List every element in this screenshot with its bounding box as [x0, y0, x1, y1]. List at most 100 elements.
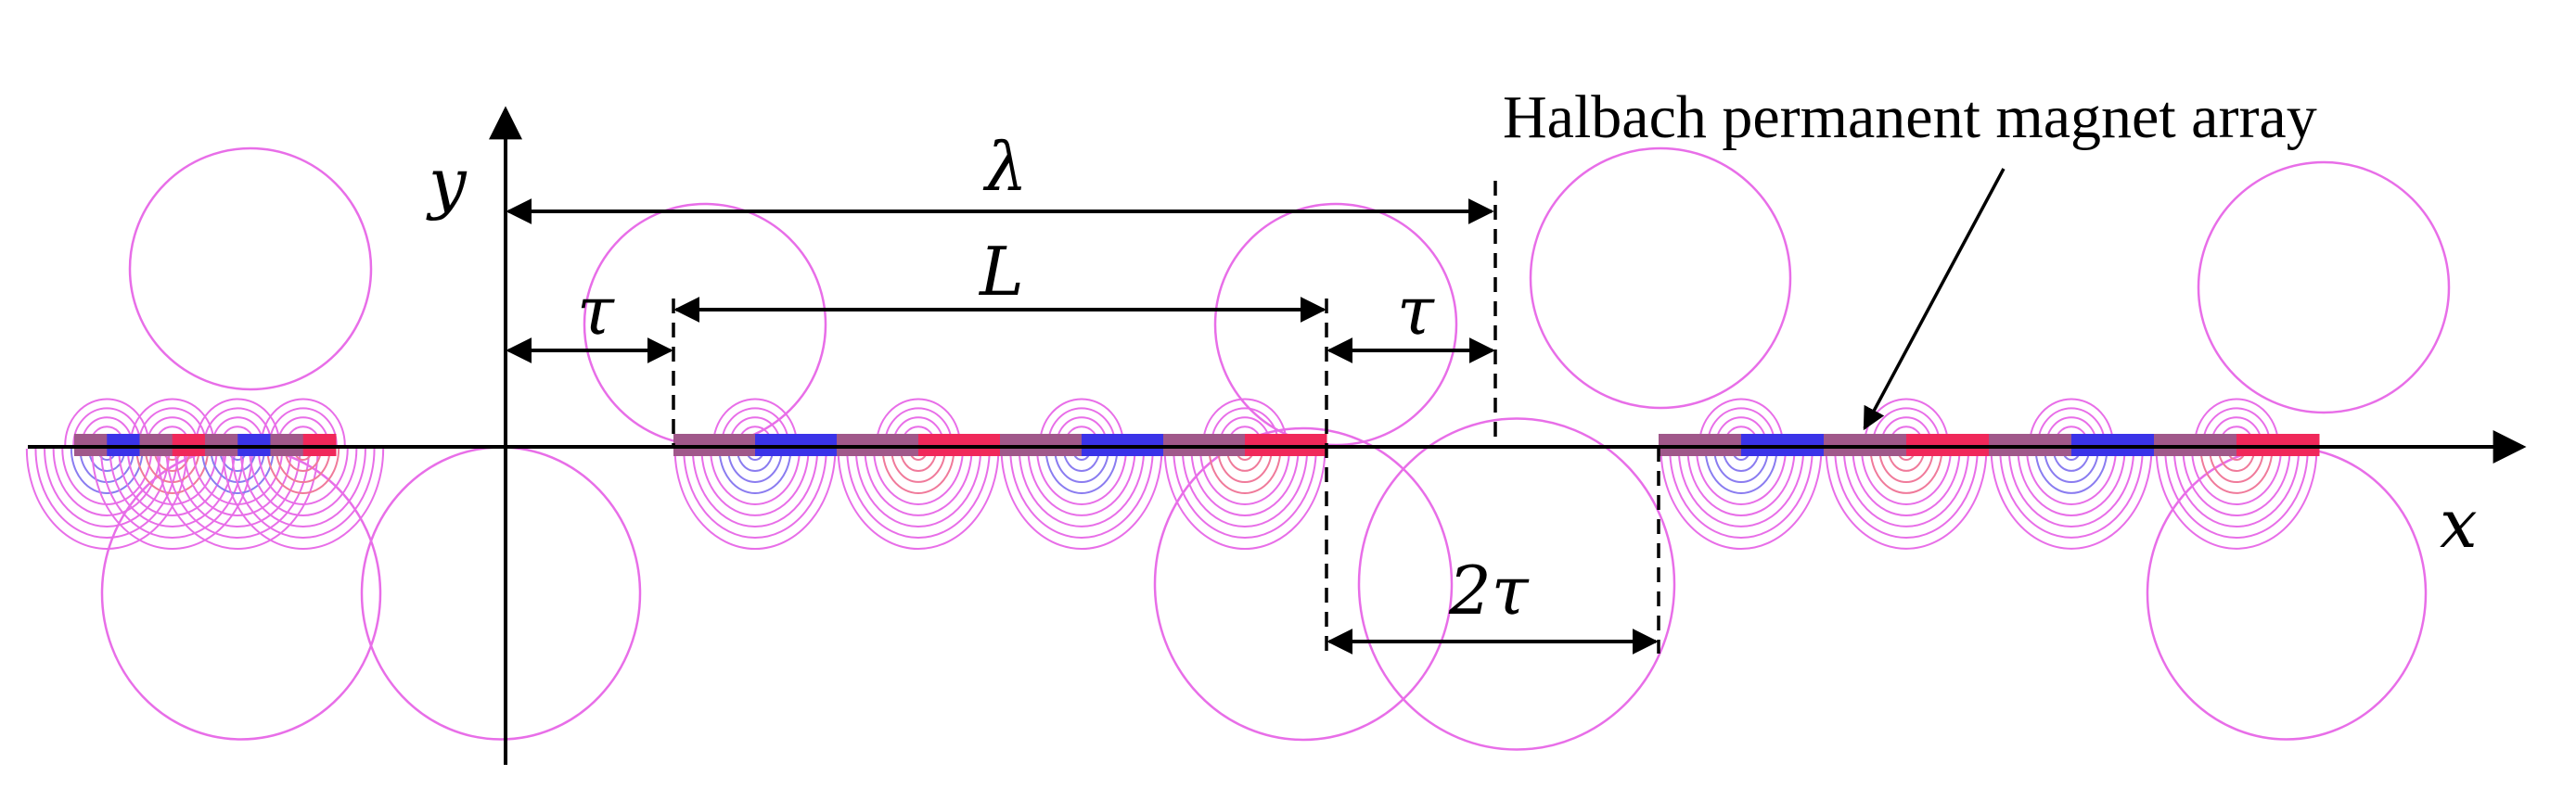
near-field-loop	[203, 407, 273, 446]
under-field-loop	[727, 448, 783, 483]
under-field-loop	[1842, 448, 1970, 527]
under-field-loop	[174, 448, 301, 527]
under-field-loop	[1696, 448, 1787, 505]
under-field-loop	[1009, 448, 1154, 539]
under-field-loop	[2217, 448, 2256, 472]
near-field-loop	[1880, 416, 1932, 446]
under-field-loop	[1861, 448, 1952, 505]
under-field-loop	[2182, 448, 2291, 516]
near-field-loop	[1039, 398, 1124, 446]
lower-field-lobe	[2146, 446, 2428, 741]
dimension-guides	[672, 181, 1660, 654]
near-field-loop	[2202, 407, 2271, 446]
under-field-loop	[1225, 448, 1264, 472]
under-field-loop	[52, 448, 161, 516]
tau-right-label: τ	[1397, 272, 1435, 350]
under-field-loop	[153, 448, 191, 472]
near-field-loop	[884, 407, 953, 446]
under-field-loop	[2191, 448, 2282, 505]
under-field-loop	[99, 448, 245, 539]
under-field-loop	[1181, 448, 1309, 527]
near-field-loop	[72, 407, 142, 446]
under-field-loop	[192, 448, 284, 505]
under-field-loop	[88, 448, 126, 472]
under-field-loop	[718, 448, 792, 494]
under-field-loop	[1199, 448, 1290, 505]
lower-field-lobe	[360, 446, 642, 741]
under-field-loop	[1878, 448, 1934, 483]
near-field-loop	[260, 398, 346, 446]
under-field-loop	[1887, 448, 1926, 472]
under-field-loop	[854, 448, 982, 527]
near-field-loop	[1056, 416, 1108, 446]
gap-label: 2τ	[1448, 552, 1530, 629]
near-field-loop	[2211, 416, 2262, 446]
under-field-loop	[222, 448, 385, 550]
under-field-loop	[691, 448, 819, 527]
near-field-loop	[1219, 416, 1271, 446]
lower-field-lobe	[1357, 417, 1676, 751]
wavelength-label: λ	[982, 128, 1028, 206]
under-field-loop	[1163, 448, 1326, 550]
caption-pointer	[1863, 168, 2006, 431]
under-field-loop	[257, 448, 349, 505]
y-axis-label: y	[426, 144, 468, 222]
array-caption: Halbach permanent magnet array	[1503, 83, 2317, 151]
near-field-loop	[1698, 398, 1784, 446]
near-field-loop	[2045, 416, 2097, 446]
under-field-loop	[1686, 448, 1796, 516]
under-field-loop	[2155, 448, 2318, 550]
near-field-loop	[146, 416, 199, 446]
under-field-loop	[156, 448, 319, 550]
under-field-loop	[899, 448, 938, 472]
under-field-loop	[2052, 448, 2091, 472]
under-field-loop	[1190, 448, 1300, 516]
under-field-loop	[891, 448, 946, 483]
near-field-loop	[2194, 398, 2279, 446]
under-field-loop	[2172, 448, 2300, 527]
under-field-loop	[183, 448, 292, 516]
upper-field-lobe	[1529, 146, 1792, 410]
under-field-loop	[864, 448, 973, 516]
under-field-loop	[2164, 448, 2309, 539]
near-field-loop	[1202, 398, 1288, 446]
dimension-arrows	[506, 198, 1659, 655]
under-field-loop	[219, 448, 257, 472]
under-field-loop	[1825, 448, 1988, 550]
x-axis-label: x	[2440, 485, 2478, 563]
under-field-loop	[1722, 448, 1761, 472]
near-field-loop	[81, 416, 134, 446]
upper-field-lobe	[128, 146, 373, 391]
tau-left-label: τ	[577, 272, 615, 350]
under-field-loop	[70, 448, 144, 494]
under-field-loop	[1036, 448, 1127, 505]
under-field-loop	[34, 448, 180, 539]
under-field-loop	[61, 448, 153, 505]
under-field-loop	[1990, 448, 2153, 550]
under-field-loop	[239, 448, 366, 527]
under-field-loop	[1217, 448, 1273, 483]
near-field-loop	[729, 416, 781, 446]
under-field-loop	[2209, 448, 2264, 483]
near-field-loop	[276, 416, 329, 446]
lower-field-lobe	[1153, 426, 1454, 742]
near-field-loop	[211, 416, 264, 446]
under-field-loop	[2007, 448, 2135, 527]
under-field-loop	[881, 448, 955, 494]
under-field-loop	[1054, 448, 1109, 483]
under-field-loop	[837, 448, 1000, 550]
under-field-loop	[165, 448, 311, 539]
under-field-loop	[266, 448, 340, 494]
under-field-loop	[1834, 448, 1979, 539]
under-field-loop	[1018, 448, 1146, 527]
under-field-loop	[25, 448, 188, 550]
near-field-loop	[721, 407, 789, 446]
under-field-loop	[91, 448, 254, 550]
under-field-loop	[873, 448, 964, 505]
under-field-loop	[673, 448, 837, 550]
under-field-loop	[1677, 448, 1805, 527]
under-field-loop	[1044, 448, 1119, 494]
near-field-loop	[892, 416, 944, 446]
under-field-loop	[710, 448, 801, 505]
